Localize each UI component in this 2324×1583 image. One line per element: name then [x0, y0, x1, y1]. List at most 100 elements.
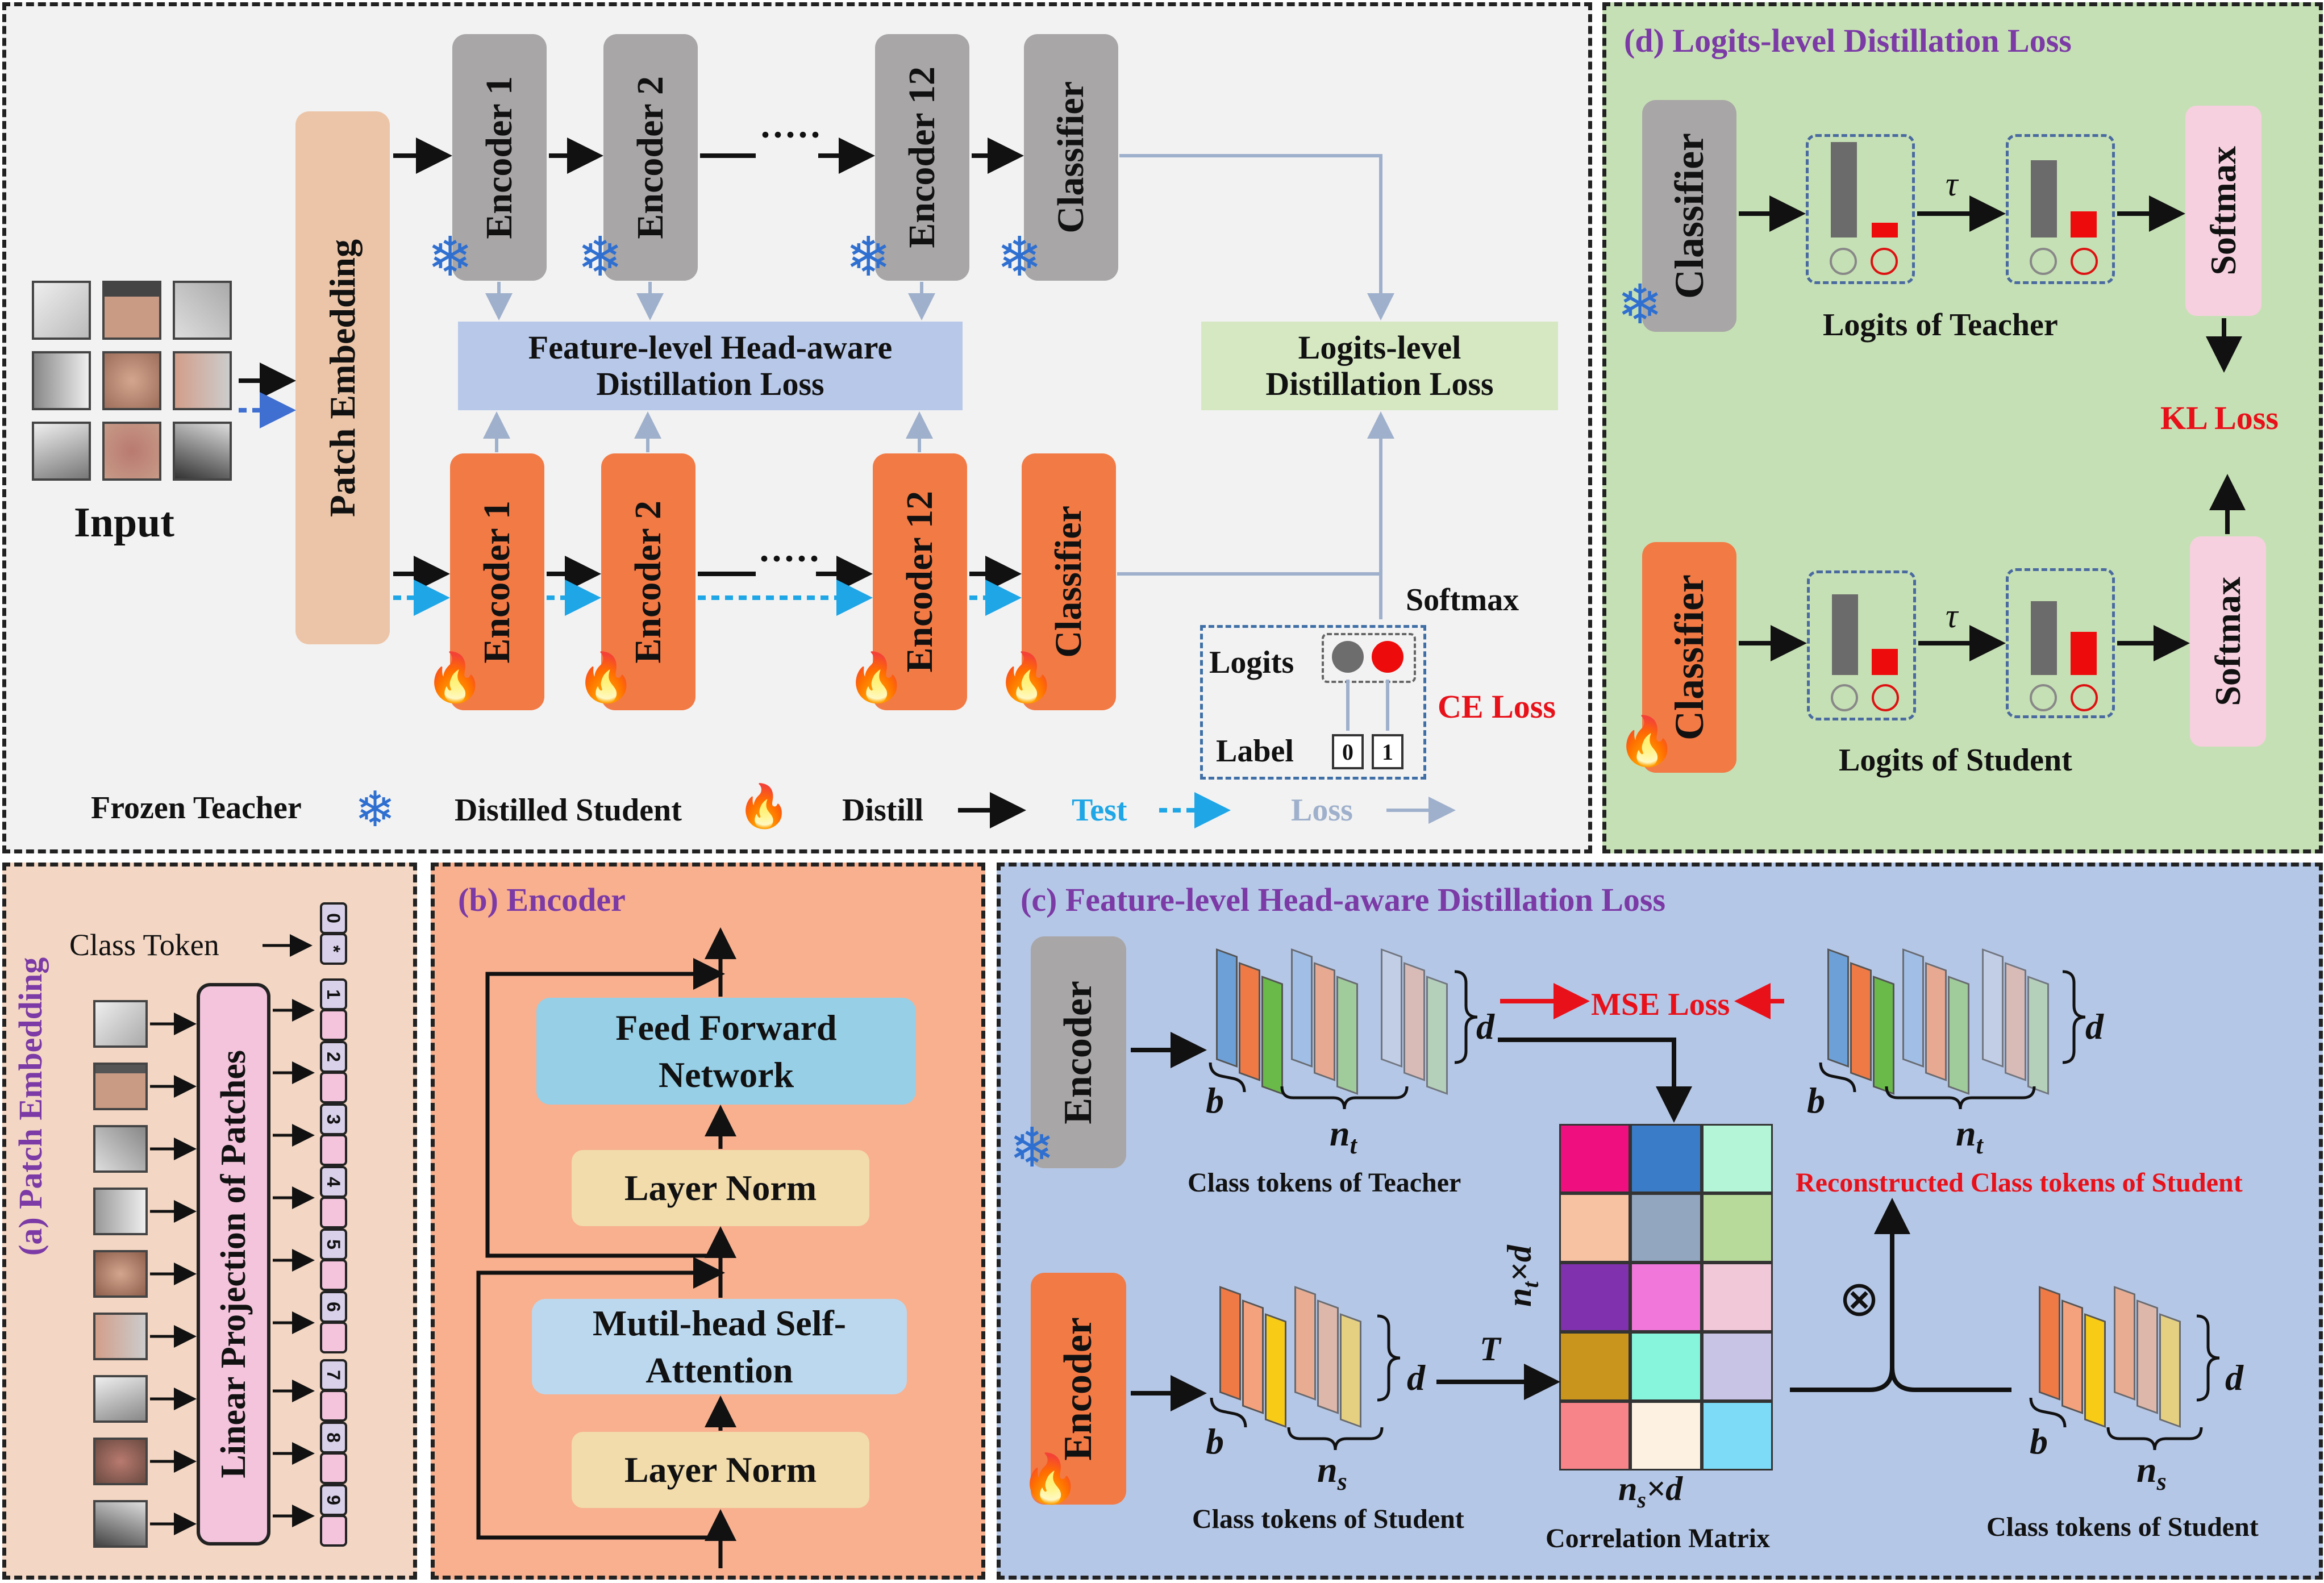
logits-label: Logits	[1209, 645, 1294, 680]
nsxd-n: n	[1618, 1470, 1638, 1507]
teacher-logits-bars	[1806, 134, 1915, 284]
input-patch	[173, 422, 232, 481]
softmax-bottom: Softmax	[2190, 536, 2266, 747]
input-patch	[102, 422, 161, 481]
student-b-label: b	[1206, 1421, 1224, 1461]
matrix-cell	[1701, 1263, 1773, 1332]
teacher-classifier: Classifier	[1024, 34, 1118, 281]
correlation-matrix	[1559, 1124, 1773, 1470]
label-value-1: 1	[1372, 734, 1403, 769]
flame-icon: 🔥	[738, 782, 790, 831]
mhsa-block: Mutil-head Self-Attention	[532, 1299, 907, 1394]
student-logits-bars	[1807, 570, 1916, 720]
logits-dots-box	[1322, 633, 1416, 683]
panel-c-student-encoder: Encoder	[1031, 1273, 1126, 1505]
softmax-top: Softmax	[2185, 106, 2261, 316]
patch-6	[93, 1313, 148, 1360]
flame-icon: 🔥	[997, 649, 1056, 705]
legend-loss: Loss	[1291, 793, 1353, 828]
student-softened-bars	[2006, 568, 2115, 718]
input-patch	[102, 281, 161, 340]
student-ns-label: ns	[1317, 1449, 1347, 1496]
patch-9	[93, 1500, 148, 1548]
patch-embedding-block: Patch Embedding	[295, 111, 390, 644]
class-tokens-student-right-label: Class tokens of Student	[1986, 1512, 2259, 1542]
teacher-b-label: b	[1206, 1080, 1224, 1120]
matrix-cell	[1630, 1263, 1702, 1332]
panel-c-arrows	[1131, 983, 2011, 1411]
correlation-matrix-label: Correlation Matrix	[1546, 1523, 1770, 1553]
legend-test: Test	[1072, 793, 1127, 828]
legend-distilled-student: Distilled Student	[455, 793, 682, 828]
student-right-ns-label: ns	[2136, 1449, 2167, 1496]
student-classifier: Classifier	[1022, 453, 1116, 710]
nt-sub: t	[1350, 1131, 1357, 1159]
nsxd-label: ns×d	[1618, 1469, 1682, 1513]
student-encoder-1: Encoder 1	[450, 453, 544, 710]
snowflake-icon: ❄	[997, 225, 1043, 289]
class-tokens-teacher-label: Class tokens of Teacher	[1188, 1168, 1461, 1198]
flame-icon: 🔥	[847, 649, 906, 705]
logits-of-teacher-label: Logits of Teacher	[1823, 307, 2058, 343]
legend-distill: Distill	[842, 793, 924, 828]
label-label: Label	[1216, 734, 1294, 769]
ce-loss-label: CE Loss	[1438, 688, 1556, 725]
panel-c-title: (c) Feature-level Head-aware Distillatio…	[1021, 881, 1666, 918]
nsxd-rest: ×d	[1646, 1470, 1683, 1507]
layer-norm-top: Layer Norm	[572, 1150, 869, 1226]
matrix-cell	[1630, 1401, 1702, 1470]
teacher-nt-label: nt	[1330, 1113, 1357, 1160]
matrix-cell	[1701, 1401, 1773, 1470]
matrix-cell	[1630, 1332, 1702, 1401]
logits-label-box	[1200, 625, 1426, 780]
matrix-cell	[1701, 1332, 1773, 1401]
tau-top: τ	[1946, 165, 1958, 203]
legend-frozen-teacher: Frozen Teacher	[91, 790, 302, 826]
logits-level-loss-box: Logits-level Distillation Loss	[1201, 322, 1558, 410]
input-label: Input	[74, 499, 174, 546]
panel-b-title: (b) Encoder	[458, 881, 626, 918]
tau-bottom: τ	[1946, 597, 1958, 635]
otimes-label: ⊗	[1839, 1270, 1880, 1327]
matrix-cell	[1701, 1124, 1773, 1193]
mhsa-label: Mutil-head Self-Attention	[592, 1302, 847, 1390]
teacher-softened-bars	[2006, 134, 2115, 284]
patch-3	[93, 1125, 148, 1173]
matrix-cell	[1559, 1193, 1631, 1263]
transpose-label: T	[1480, 1330, 1501, 1368]
teacher-encoder-12: Encoder 12	[875, 34, 969, 281]
matrix-cell	[1559, 1124, 1631, 1193]
input-patch-grid	[32, 281, 234, 481]
flame-icon: 🔥	[1021, 1451, 1080, 1506]
logit-dot-gray	[1332, 641, 1364, 673]
student-encoder-2: Encoder 2	[601, 453, 695, 710]
logits-level-loss-label: Logits-level Distillation Loss	[1265, 329, 1494, 402]
snowflake-icon: ❄	[427, 225, 473, 289]
snowflake-icon: ❄	[1617, 273, 1663, 336]
layer-norm-top-label: Layer Norm	[624, 1168, 817, 1208]
flame-icon: 🔥	[425, 649, 485, 705]
matrix-cell	[1559, 1263, 1631, 1332]
input-patch	[32, 351, 91, 410]
panel-b-arrows	[476, 927, 736, 1568]
panel-c-teacher-encoder: Encoder	[1031, 936, 1126, 1168]
class-token-label: Class Token	[69, 928, 219, 962]
panel-d-student-classifier: Classifier	[1642, 542, 1736, 773]
ns-sub: s	[1337, 1467, 1347, 1495]
matrix-cell	[1630, 1124, 1702, 1193]
linear-projection-block: Linear Projection of Patches	[197, 983, 270, 1545]
logit-dot-red	[1372, 641, 1403, 673]
panel-d-bar-marks	[1830, 142, 2098, 711]
patch-4	[93, 1188, 148, 1235]
layer-norm-bottom-label: Layer Norm	[624, 1449, 817, 1490]
teacher-ellipsis: ·····	[759, 114, 822, 156]
feature-level-loss-label: Feature-level Head-aware Distillation Lo…	[528, 329, 893, 402]
recon-nt-n: n	[1956, 1113, 1976, 1153]
teacher-encoder-2: Encoder 2	[603, 34, 698, 281]
nt-n: n	[1330, 1113, 1350, 1153]
main-arrows	[239, 138, 1024, 616]
recon-nt-sub: t	[1976, 1131, 1983, 1159]
input-patch	[32, 422, 91, 481]
snowflake-icon: ❄	[577, 225, 623, 289]
